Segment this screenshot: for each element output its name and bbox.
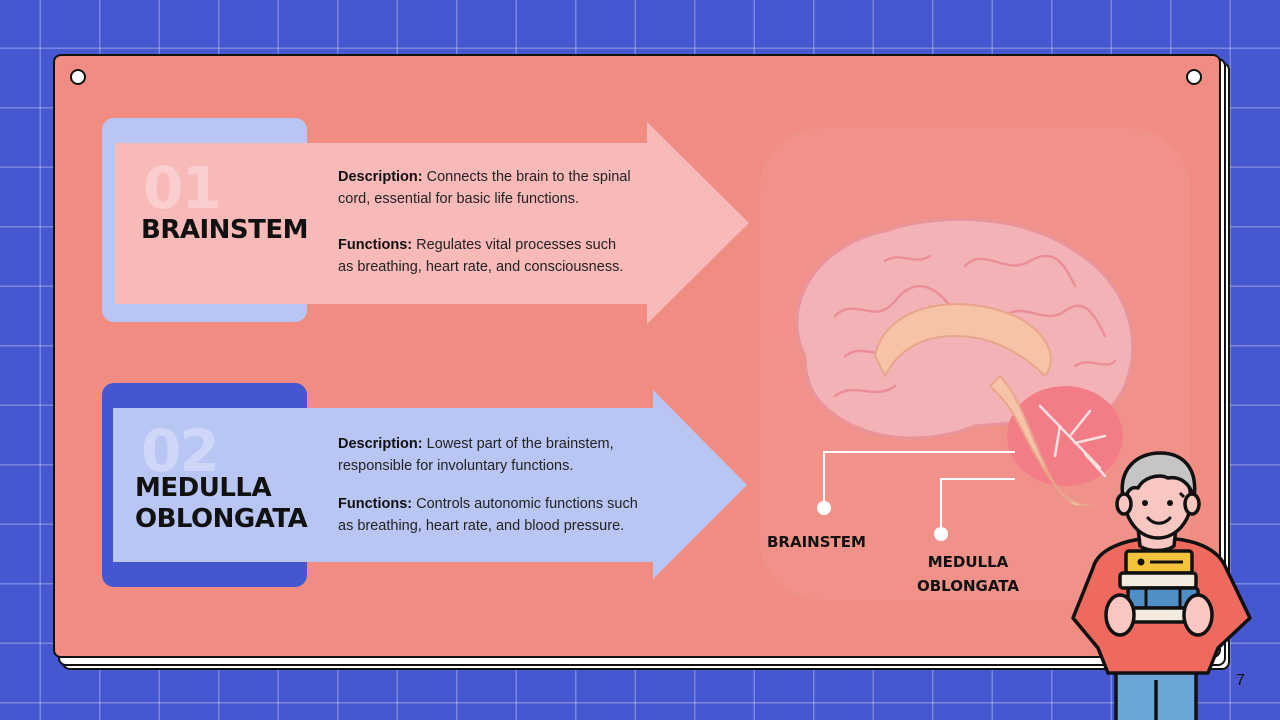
functions-text: as breathing, heart rate, and blood pres… (338, 518, 625, 534)
diagram-pointers (817, 451, 1015, 541)
item-2-title-line: OBLONGATA (135, 504, 308, 534)
item-1-description: Description: Connects the brain to the s… (338, 166, 631, 210)
cerebellum (1007, 386, 1123, 486)
brain-folds (833, 254, 1117, 398)
card-1-arrow (115, 122, 749, 324)
item-2-description: Description: Lowest part of the brainste… (338, 433, 614, 477)
label-medulla-oblongata: MEDULLA OBLONGATA (917, 550, 1019, 598)
card-2-arrow (113, 390, 747, 579)
item-1-title: BRAINSTEM (141, 215, 309, 245)
functions-label: Functions: (338, 496, 413, 512)
item-2-title-line: MEDULLA (135, 473, 272, 503)
item-2-functions: Functions: Controls autonomic functions … (338, 493, 638, 537)
description-text: Lowest part of the brainstem, (426, 436, 614, 452)
brain-illustration (795, 217, 1135, 506)
brainstem-shape (988, 374, 1096, 506)
functions-label: Functions: (338, 237, 413, 253)
description-text: Connects the brain to the spinal (426, 169, 631, 185)
description-text: responsible for involuntary functions. (338, 458, 574, 474)
page-number: 7 (1236, 672, 1245, 689)
item-2-title: MEDULLA OBLONGATA (135, 473, 308, 535)
description-label: Description: (338, 436, 423, 452)
functions-text: Regulates vital processes such (416, 237, 617, 253)
functions-text: as breathing, heart rate, and consciousn… (338, 259, 624, 275)
label-medulla-line: OBLONGATA (917, 577, 1019, 595)
description-label: Description: (338, 169, 423, 185)
slide-board: 01 BRAINSTEM Description: Connects the b… (53, 54, 1221, 658)
item-2-number: 02 (141, 417, 220, 485)
functions-text: Controls autonomic functions such (416, 496, 638, 512)
description-text: cord, essential for basic life functions… (338, 191, 579, 207)
pin-left (70, 69, 86, 85)
pin-right (1186, 69, 1202, 85)
character-holding-books (1071, 451, 1252, 720)
item-1-functions: Functions: Regulates vital processes suc… (338, 234, 623, 278)
corpus-callosum (873, 303, 1052, 379)
label-brainstem: BRAINSTEM (767, 533, 866, 551)
label-medulla-line: MEDULLA (927, 553, 1009, 571)
item-1-number: 01 (143, 154, 222, 222)
